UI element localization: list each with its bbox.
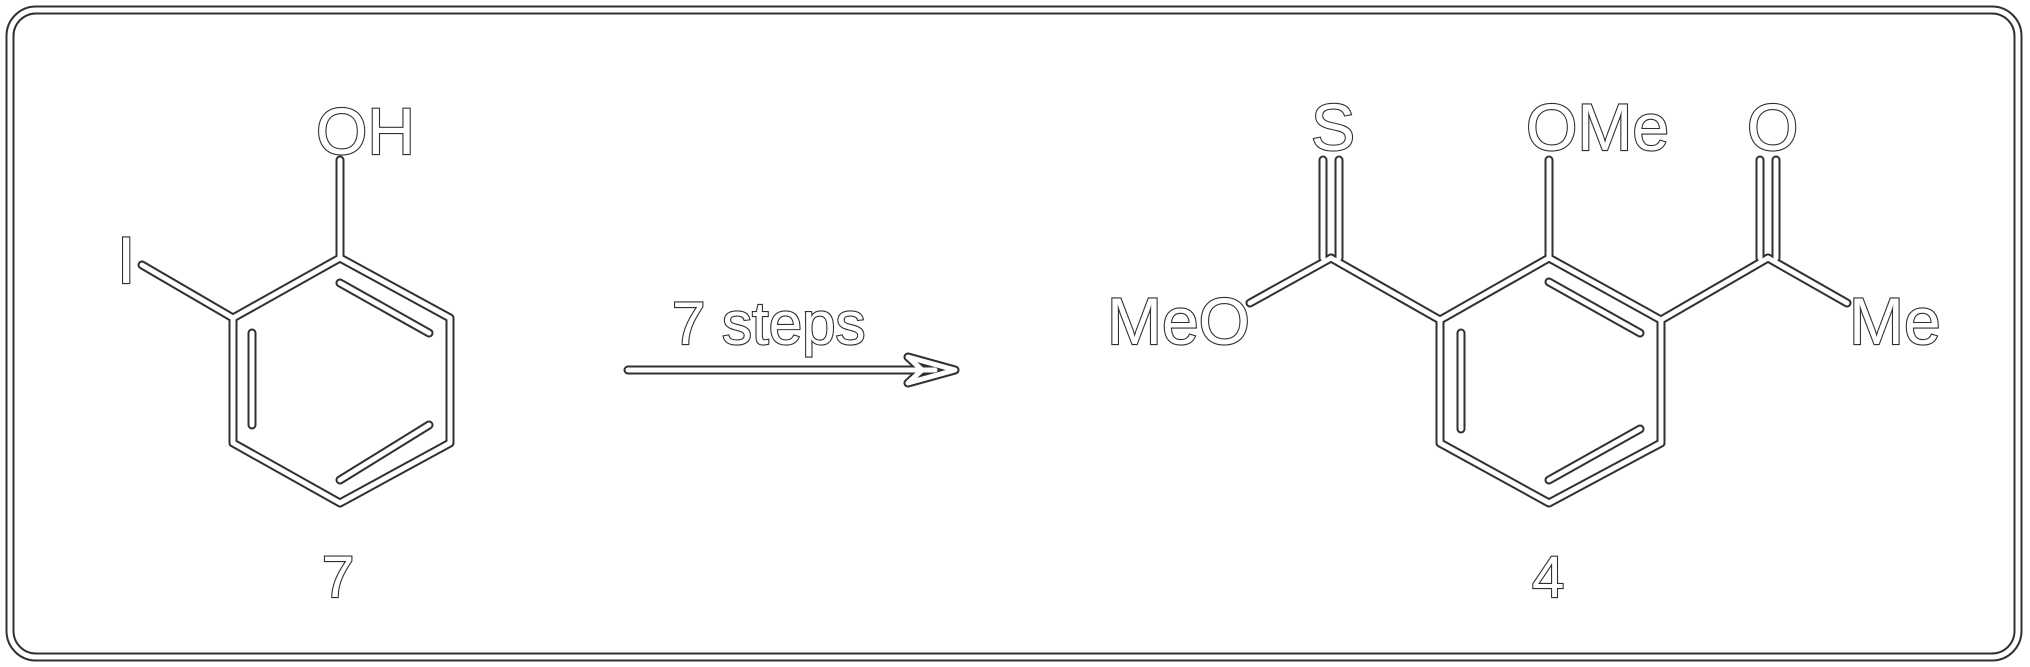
scheme-frame — [5, 5, 2023, 662]
methoxy-label: OMe — [1526, 90, 1669, 164]
iodo-label: I — [117, 223, 135, 297]
product-structure: S MeO OMe O Me — [1106, 89, 1942, 508]
reaction-arrow — [623, 352, 960, 388]
reactant-structure: OH I — [116, 93, 455, 508]
reactant-number: 7 — [322, 545, 354, 610]
thiocarbonyl-sulfur-label: S — [1311, 90, 1355, 164]
arrow-conditions: 7 steps — [672, 290, 865, 357]
methyl-label: Me — [1849, 284, 1941, 358]
ester-oxygen-label: MeO — [1107, 284, 1250, 358]
hydroxyl-label: OH — [316, 94, 415, 168]
product-number: 4 — [1532, 545, 1564, 610]
ketone-oxygen-label: O — [1747, 90, 1798, 164]
